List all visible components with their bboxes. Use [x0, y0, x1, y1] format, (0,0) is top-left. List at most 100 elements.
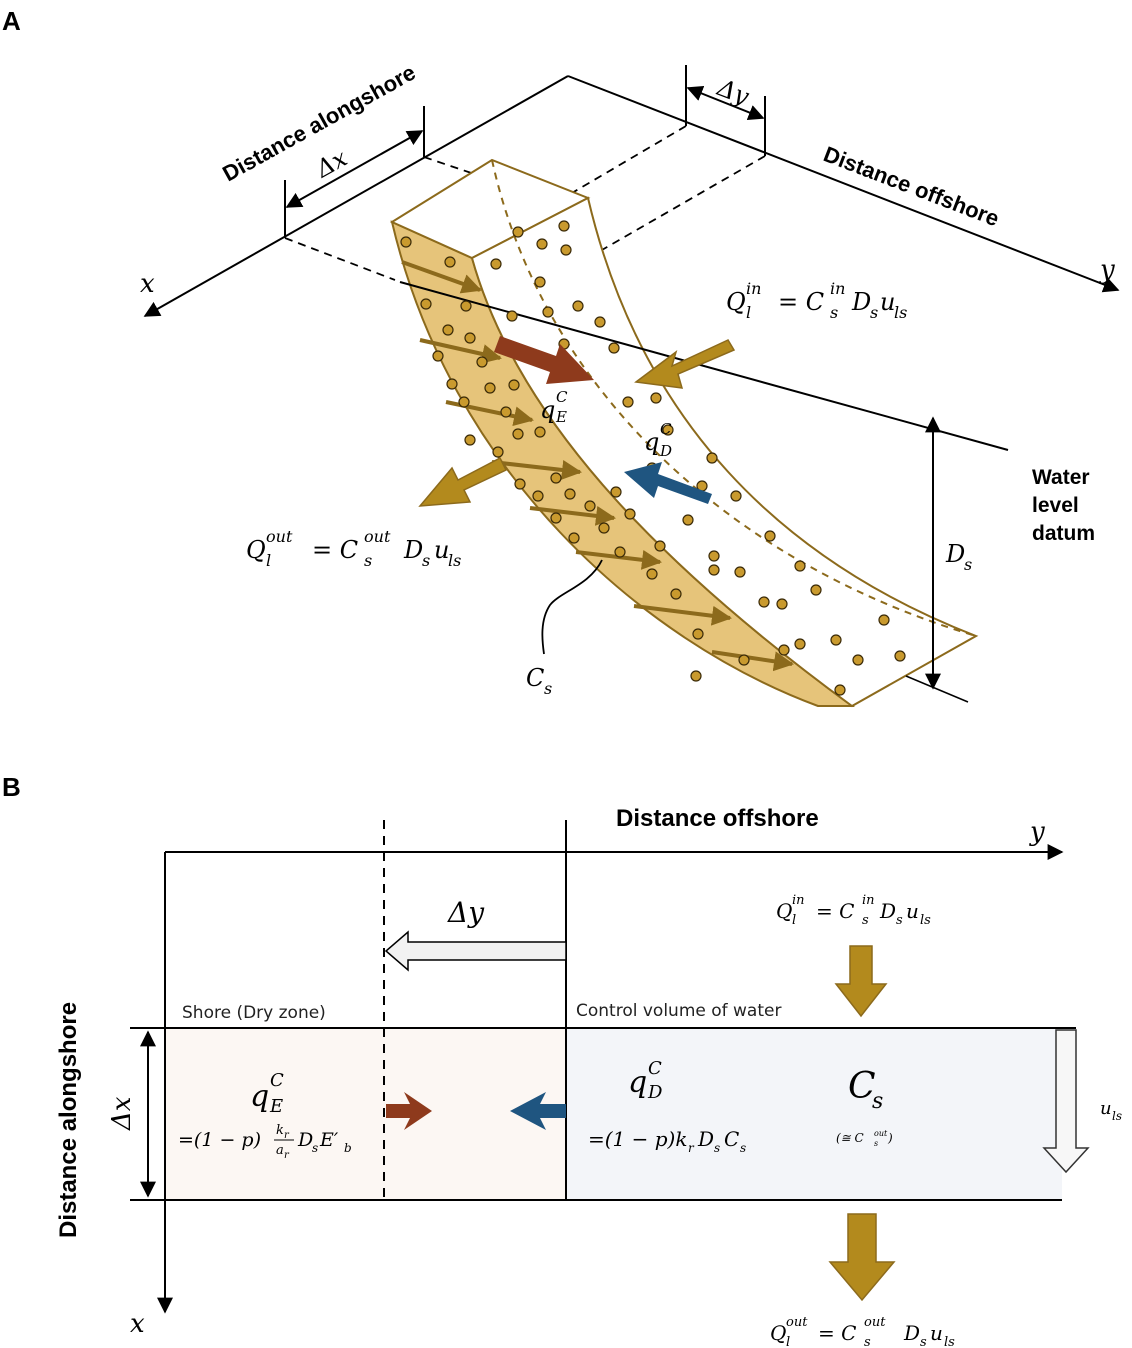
sediment-dot [534, 276, 546, 288]
sediment-dot [610, 486, 622, 498]
b-y-axis-label: y [1029, 817, 1045, 847]
b-erosion-arrow [386, 1092, 432, 1130]
b-q-out-c-sub: s [864, 1335, 871, 1348]
b-cs-label: C s [848, 1066, 883, 1114]
sediment-dot [492, 446, 504, 458]
b-qd-sub: D [647, 1082, 663, 1103]
sediment-dot [764, 530, 776, 542]
q-out-c-sup: out [364, 527, 391, 546]
b-distance-offshore: Distance offshore [616, 805, 819, 832]
b-delta-y-arrow [384, 930, 567, 972]
b-qe-den-sub: r [284, 1150, 290, 1161]
b-q-in-u-sub: ls [920, 913, 931, 928]
b-outflow-arrow [828, 1213, 896, 1302]
q-out-sub: l [266, 551, 271, 570]
sediment-dot [476, 356, 488, 368]
b-q-in-c-sub: s [862, 913, 869, 928]
b-uls-arrow [1042, 1029, 1090, 1174]
b-distance-alongshore: Distance alongshore [55, 1002, 82, 1238]
q-in-formula: Q in l = C in s D s u ls [726, 279, 907, 322]
b-q-in-q: Q [776, 899, 792, 923]
sediment-dot [758, 596, 770, 608]
bottom-ref-line [905, 675, 969, 703]
water-level-line [399, 281, 1009, 451]
b-qd-mid: D [697, 1127, 714, 1151]
sediment-dot [622, 396, 634, 408]
q-out-eq: = C [312, 536, 358, 564]
b-qe-d: D [297, 1129, 313, 1151]
water-level-datum-label: Water level datum [1032, 466, 1095, 545]
sediment-dot [512, 226, 524, 238]
sediment-dot [794, 638, 806, 650]
q-in-d-sub: s [870, 303, 878, 322]
sediment-dot [490, 258, 502, 270]
b-q-out-d: D [903, 1321, 920, 1345]
sediment-dot [834, 684, 846, 696]
sediment-dot [776, 598, 788, 610]
b-cs-approx-pre: (≅ C [836, 1131, 864, 1145]
q-in-c-sup: in [830, 279, 845, 298]
b-q-out-q: Q [770, 1321, 786, 1345]
b-qd-sub2: s [714, 1141, 720, 1155]
sand-arrow [419, 338, 502, 364]
sediment-dot [572, 300, 584, 312]
b-uls-sub: ls [1112, 1109, 1122, 1123]
qd-sub: D [659, 442, 672, 460]
sediment-dot [506, 310, 518, 322]
control-volume-label: Control volume of water [576, 1001, 781, 1021]
y-axis-line [567, 75, 1120, 293]
b-qe-formula: =(1 − p) k r a r D s E′ b [178, 1123, 352, 1161]
b-qe-d-sub: s [312, 1141, 318, 1155]
sediment-dot [708, 550, 720, 562]
q-in-u-sub: ls [894, 303, 907, 322]
control-volume-zone [566, 1028, 1062, 1200]
b-q-out-d-sub: s [920, 1335, 927, 1348]
b-qe-sub: E [269, 1096, 283, 1117]
hidden-edge [491, 159, 977, 637]
q-in-sup: in [746, 279, 761, 298]
water-level-line1: Water [1032, 466, 1090, 489]
b-q-in-d: D [879, 899, 896, 923]
projection-line-1 [284, 237, 396, 281]
b-deposition-arrow [510, 1092, 566, 1130]
sediment-dot [458, 396, 470, 408]
sand-arrow [491, 460, 582, 480]
x-axis-label: x [140, 269, 155, 299]
b-cs-approx-sub: s [874, 1139, 878, 1148]
sediment-dot [878, 614, 890, 626]
b-qe-text: q [250, 1079, 269, 1114]
sediment-dot [560, 244, 572, 256]
inflow-arrow [634, 339, 736, 389]
water-level-line2: level [1032, 494, 1079, 517]
b-q-in-formula: Q in l = C in s D s u ls [776, 893, 931, 928]
sediment-dot [650, 392, 662, 404]
b-cs-approx-close: ) [887, 1131, 893, 1145]
b-qd-text: q [628, 1065, 647, 1100]
sediment-dot [532, 490, 544, 502]
sediment-dot [830, 634, 842, 646]
qd-text: q [644, 428, 659, 456]
b-cs-sub: s [872, 1089, 883, 1114]
q-in-eq: = C [778, 288, 824, 316]
b-cs-approx-sup: out [874, 1129, 888, 1138]
sediment-dot [420, 298, 432, 310]
sediment-particles [400, 220, 906, 696]
sediment-dot [500, 406, 512, 418]
sediment-dot [464, 434, 476, 446]
sediment-dot [682, 514, 694, 526]
sediment-dot [706, 452, 718, 464]
sediment-dot [550, 472, 562, 484]
b-q-out-sub: l [786, 1335, 790, 1348]
sediment-dot [608, 342, 620, 354]
b-q-in-sub: l [792, 913, 796, 928]
panel-a-label: A [2, 6, 21, 36]
b-q-in-d-sub: s [896, 913, 903, 928]
sediment-dot [614, 546, 626, 558]
b-q-out-formula: Q out l = C out s D s u ls [770, 1315, 955, 1348]
ds-label: D s [945, 540, 972, 574]
b-inflow-arrow [834, 945, 888, 1018]
sediment-dot [534, 426, 546, 438]
sediment-dot [778, 644, 790, 656]
b-qe-label: q C E [250, 1070, 284, 1117]
b-qd-pre: =(1 − p)k [588, 1127, 687, 1151]
